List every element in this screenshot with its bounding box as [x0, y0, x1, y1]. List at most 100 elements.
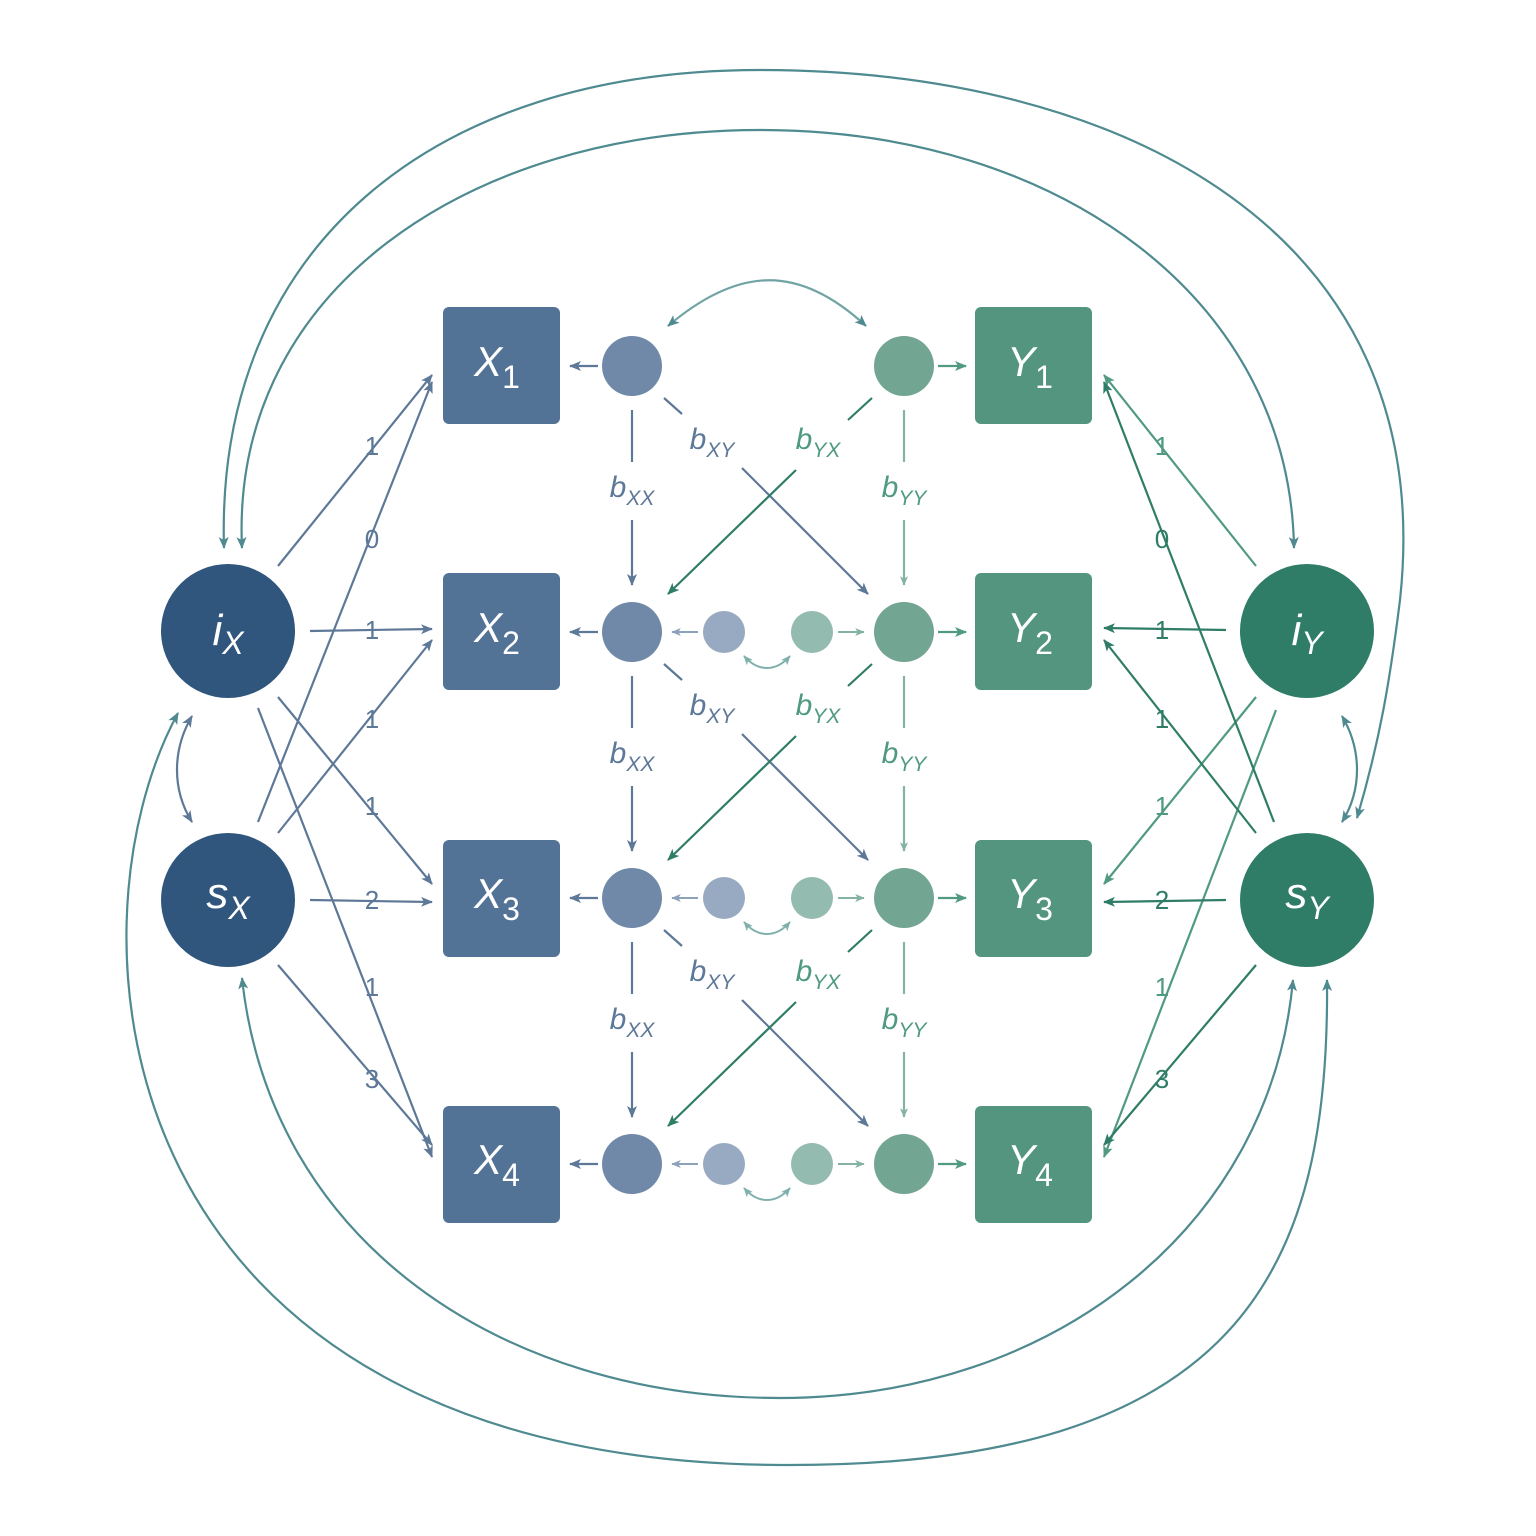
path-bxy-3b [741, 999, 869, 1127]
path-iy-y4 [1102, 709, 1278, 1158]
resid-y2[interactable] [874, 602, 934, 662]
path-bxy-1b [741, 467, 869, 595]
path-ix-x2 [309, 624, 433, 635]
box-x1[interactable] [443, 307, 560, 424]
loading-sy-y1: 0 [1155, 524, 1169, 554]
path-iy-y2 [1103, 623, 1227, 634]
coef-bxx-1: bXX [610, 471, 656, 510]
loading-ix-x4: 1 [365, 972, 379, 1002]
box-x4[interactable] [443, 1106, 560, 1223]
box-x3[interactable] [443, 840, 560, 957]
loading-sx-x1: 0 [365, 524, 379, 554]
autoregressive-paths [627, 410, 908, 1118]
y-loading-paths [1102, 374, 1278, 1158]
box-y3[interactable] [975, 840, 1092, 957]
resid-x2[interactable] [602, 602, 662, 662]
box-y4[interactable] [975, 1106, 1092, 1223]
label-y4: Y4 [1007, 1136, 1053, 1193]
latent-sx[interactable] [161, 833, 295, 967]
path-byx-2b [667, 735, 797, 861]
cross-lagged-paths [663, 397, 873, 1127]
path-ix-x1 [277, 374, 433, 567]
resid-y3[interactable] [874, 868, 934, 928]
label-x3: X3 [473, 870, 520, 927]
path-bxy-1a [663, 397, 683, 415]
label-ix: iX [212, 606, 245, 661]
disturbance-paths [671, 628, 865, 1201]
label-sy: sY [1285, 869, 1331, 926]
path-bxy-3a [663, 929, 683, 947]
path-bxy-2a [663, 663, 683, 681]
latent-iy[interactable] [1240, 564, 1374, 698]
path-byx-3a [847, 929, 873, 953]
path-sx-x2 [277, 639, 433, 834]
resid-y4[interactable] [874, 1134, 934, 1194]
coef-byy-2: bYY [882, 737, 929, 776]
latent-sy[interactable] [1240, 833, 1374, 967]
cov-ix-sx [176, 715, 193, 823]
coef-byy-1: bYY [882, 471, 929, 510]
path-byx-3b [667, 1001, 797, 1127]
label-x4: X4 [473, 1136, 520, 1193]
path-bxy-2b [741, 733, 869, 861]
label-iy: iY [1291, 606, 1325, 661]
cov-iy-sy [1341, 715, 1358, 823]
label-y1: Y1 [1007, 338, 1053, 395]
loading-sy-y4: 3 [1155, 1064, 1169, 1094]
x-indicators [443, 307, 560, 1223]
resid-x4[interactable] [602, 1134, 662, 1194]
disturb-y2[interactable] [791, 611, 833, 653]
disturb-x2[interactable] [703, 611, 745, 653]
path-sy-y3 [1103, 896, 1227, 907]
loading-ix-x1: 1 [365, 431, 379, 461]
path-sx-x1 [256, 381, 434, 823]
disturb-y4[interactable] [791, 1143, 833, 1185]
path-iy-y3 [1103, 696, 1257, 885]
path-byx-2a [847, 663, 873, 687]
x-loading-paths [256, 374, 434, 1158]
box-y1[interactable] [975, 307, 1092, 424]
loading-ix-x3: 1 [365, 791, 379, 821]
loading-sy-y3: 2 [1155, 885, 1169, 915]
disturb-x4[interactable] [703, 1143, 745, 1185]
resid-y1[interactable] [874, 336, 934, 396]
box-x2[interactable] [443, 573, 560, 690]
residual-circles [602, 336, 934, 1194]
latent-ix[interactable] [161, 564, 295, 698]
coef-byx-3: bYX [796, 955, 842, 994]
node-labels: iX sX iY sY X1 X2 X3 X4 Y1 Y2 Y3 Y4 [206, 338, 1331, 1193]
loading-iy-y1: 1 [1155, 431, 1169, 461]
path-sy-y2 [1103, 639, 1257, 834]
cov-iy-sx [125, 712, 1333, 1467]
cov-d4 [743, 1187, 791, 1201]
coef-bxy-2: bXY [690, 689, 737, 728]
coef-bxy-3: bXY [690, 955, 737, 994]
loading-sy-y2: 1 [1155, 704, 1169, 734]
resid-x3[interactable] [602, 868, 662, 928]
coef-byx-2: bYX [796, 689, 842, 728]
loading-sx-x2: 1 [365, 704, 379, 734]
path-sy-y1 [1102, 381, 1276, 823]
path-byx-1a [847, 397, 873, 421]
path-iy-y1 [1103, 374, 1257, 567]
loading-sx-x3: 2 [365, 885, 379, 915]
path-sx-x4 [277, 964, 433, 1146]
residual-to-indicator [569, 361, 967, 1169]
coef-byy-3: bYY [882, 1003, 929, 1042]
loading-iy-y3: 1 [1155, 791, 1169, 821]
loading-ix-x2: 1 [365, 615, 379, 645]
disturb-x3[interactable] [703, 877, 745, 919]
cov-sx-sy [238, 977, 1297, 1400]
box-y2[interactable] [975, 573, 1092, 690]
coefficient-labels: bXX bXX bXX bYY bYY bYY bXY bXY bXY bYX … [610, 423, 929, 1042]
coef-bxx-3: bXX [610, 1003, 656, 1042]
cov-d3 [743, 921, 791, 935]
disturb-y3[interactable] [791, 877, 833, 919]
label-x1: X1 [473, 338, 520, 395]
y-indicators [975, 307, 1092, 1223]
resid-x1[interactable] [602, 336, 662, 396]
path-byx-1b [667, 469, 797, 595]
path-sy-y4 [1103, 964, 1257, 1146]
y-loading-labels: 1 1 1 1 0 1 2 3 [1155, 431, 1169, 1094]
